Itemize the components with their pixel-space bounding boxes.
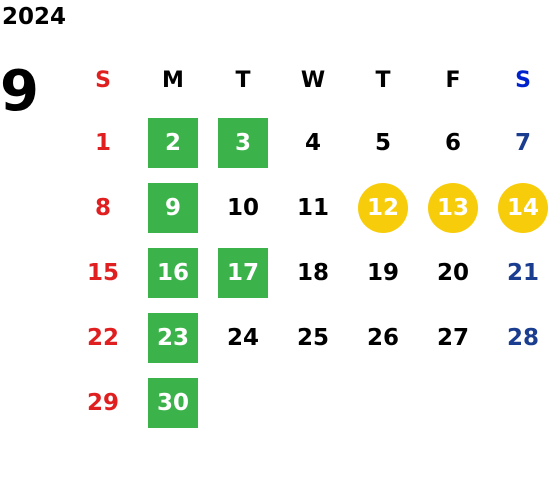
day-cell[interactable]: 18 xyxy=(296,259,329,286)
day-cell-green[interactable]: 2 xyxy=(148,117,198,168)
day-cell-green[interactable]: 30 xyxy=(148,377,198,428)
weekday-header-row: S M T W T F S xyxy=(68,50,548,110)
day-cell[interactable]: 26 xyxy=(366,324,399,351)
day-cell[interactable]: 20 xyxy=(436,259,469,286)
weekday-tue: T xyxy=(235,67,251,93)
week-row: 29 30 xyxy=(68,370,548,435)
week-row: 15 16 17 18 19 20 21 xyxy=(68,240,548,305)
day-cell-green[interactable]: 3 xyxy=(218,117,268,168)
day-cell-yellow-circle[interactable]: 14 xyxy=(498,182,548,233)
week-row: 1 2 3 4 5 6 7 xyxy=(68,110,548,175)
day-cell[interactable]: 22 xyxy=(86,324,119,351)
weekday-wed: W xyxy=(300,67,326,93)
day-cell[interactable]: 25 xyxy=(296,324,329,351)
day-cell[interactable]: 10 xyxy=(226,194,259,221)
weekday-mon: M xyxy=(162,67,184,93)
day-cell[interactable]: 24 xyxy=(226,324,259,351)
day-cell[interactable]: 8 xyxy=(94,194,111,221)
day-cell[interactable]: 27 xyxy=(436,324,469,351)
day-cell-green[interactable]: 17 xyxy=(218,247,268,298)
calendar-grid: S M T W T F S 1 2 3 4 5 6 7 8 9 10 11 12… xyxy=(68,50,548,435)
day-cell[interactable]: 19 xyxy=(366,259,399,286)
week-row: 8 9 10 11 12 13 14 xyxy=(68,175,548,240)
day-cell[interactable]: 29 xyxy=(86,389,119,416)
day-cell[interactable]: 1 xyxy=(94,129,111,156)
day-cell[interactable]: 6 xyxy=(444,129,461,156)
day-cell-yellow-circle[interactable]: 13 xyxy=(428,182,478,233)
year-label: 2024 xyxy=(2,4,67,30)
day-cell[interactable]: 4 xyxy=(304,129,321,156)
day-cell[interactable]: 21 xyxy=(506,259,539,286)
weekday-thu: T xyxy=(375,67,391,93)
day-cell-green[interactable]: 23 xyxy=(148,312,198,363)
day-cell-green[interactable]: 16 xyxy=(148,247,198,298)
day-cell-green[interactable]: 9 xyxy=(148,182,198,233)
day-cell[interactable]: 11 xyxy=(296,194,329,221)
weekday-sun: S xyxy=(95,67,111,93)
weekday-sat: S xyxy=(515,67,531,93)
day-cell-yellow-circle[interactable]: 12 xyxy=(358,182,408,233)
month-number: 9 xyxy=(0,59,39,124)
week-row: 22 23 24 25 26 27 28 xyxy=(68,305,548,370)
day-cell[interactable]: 7 xyxy=(514,129,531,156)
weekday-fri: F xyxy=(445,67,461,93)
day-cell[interactable]: 15 xyxy=(86,259,119,286)
day-cell[interactable]: 5 xyxy=(374,129,391,156)
day-cell[interactable]: 28 xyxy=(506,324,539,351)
